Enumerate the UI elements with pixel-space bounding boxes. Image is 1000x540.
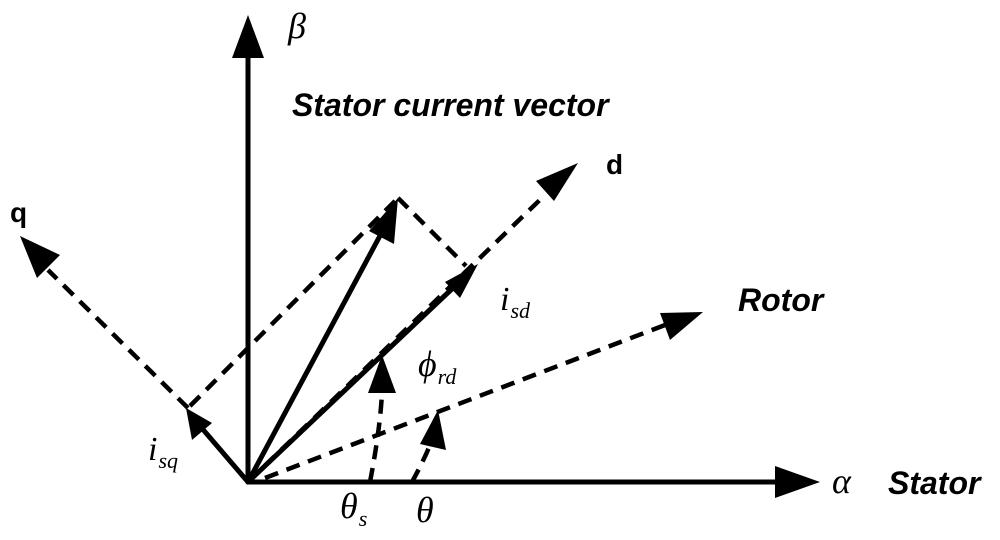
q-axis [20, 236, 190, 410]
beta-label: β [287, 6, 306, 46]
alpha-axis [245, 466, 820, 498]
stator-current-vector [245, 198, 398, 485]
isq-label: isq [148, 431, 178, 473]
theta-s-label: θs [340, 486, 367, 531]
q-label: q [10, 197, 27, 228]
rotor-axis [264, 312, 703, 481]
isq-label-sub: sq [158, 448, 178, 473]
svg-text:isq: isq [148, 431, 178, 473]
theta-s-label-theta: θ [340, 486, 358, 526]
svg-text:isd: isd [500, 281, 531, 323]
svg-text:θs: θs [340, 486, 367, 531]
theta-s-angle-marker [367, 355, 396, 483]
d-label: d [606, 149, 623, 180]
isq-vector [186, 408, 251, 485]
theta-label: θ [416, 490, 434, 530]
isd-label: isd [500, 281, 531, 323]
phi-rd-label-sub: rd [438, 364, 458, 389]
theta-angle-marker [410, 410, 446, 484]
svg-text:ϕrd: ϕrd [418, 344, 457, 389]
isd-label-sub: sd [510, 298, 531, 323]
projection-lines [188, 196, 468, 408]
isd-label-i: i [500, 281, 509, 318]
phi-rd-label-phi: ϕ [418, 344, 437, 384]
theta-s-label-sub: s [359, 506, 368, 531]
phi-rd-label: ϕrd [418, 344, 457, 389]
title-label: Stator current vector [292, 87, 610, 123]
d-axis [246, 163, 578, 484]
rotor-label: Rotor [738, 282, 825, 318]
stator-label: Stator [888, 465, 982, 501]
beta-axis [232, 15, 264, 485]
isq-label-i: i [148, 431, 157, 468]
isd-vector [245, 264, 478, 485]
alpha-label: α [832, 461, 852, 501]
